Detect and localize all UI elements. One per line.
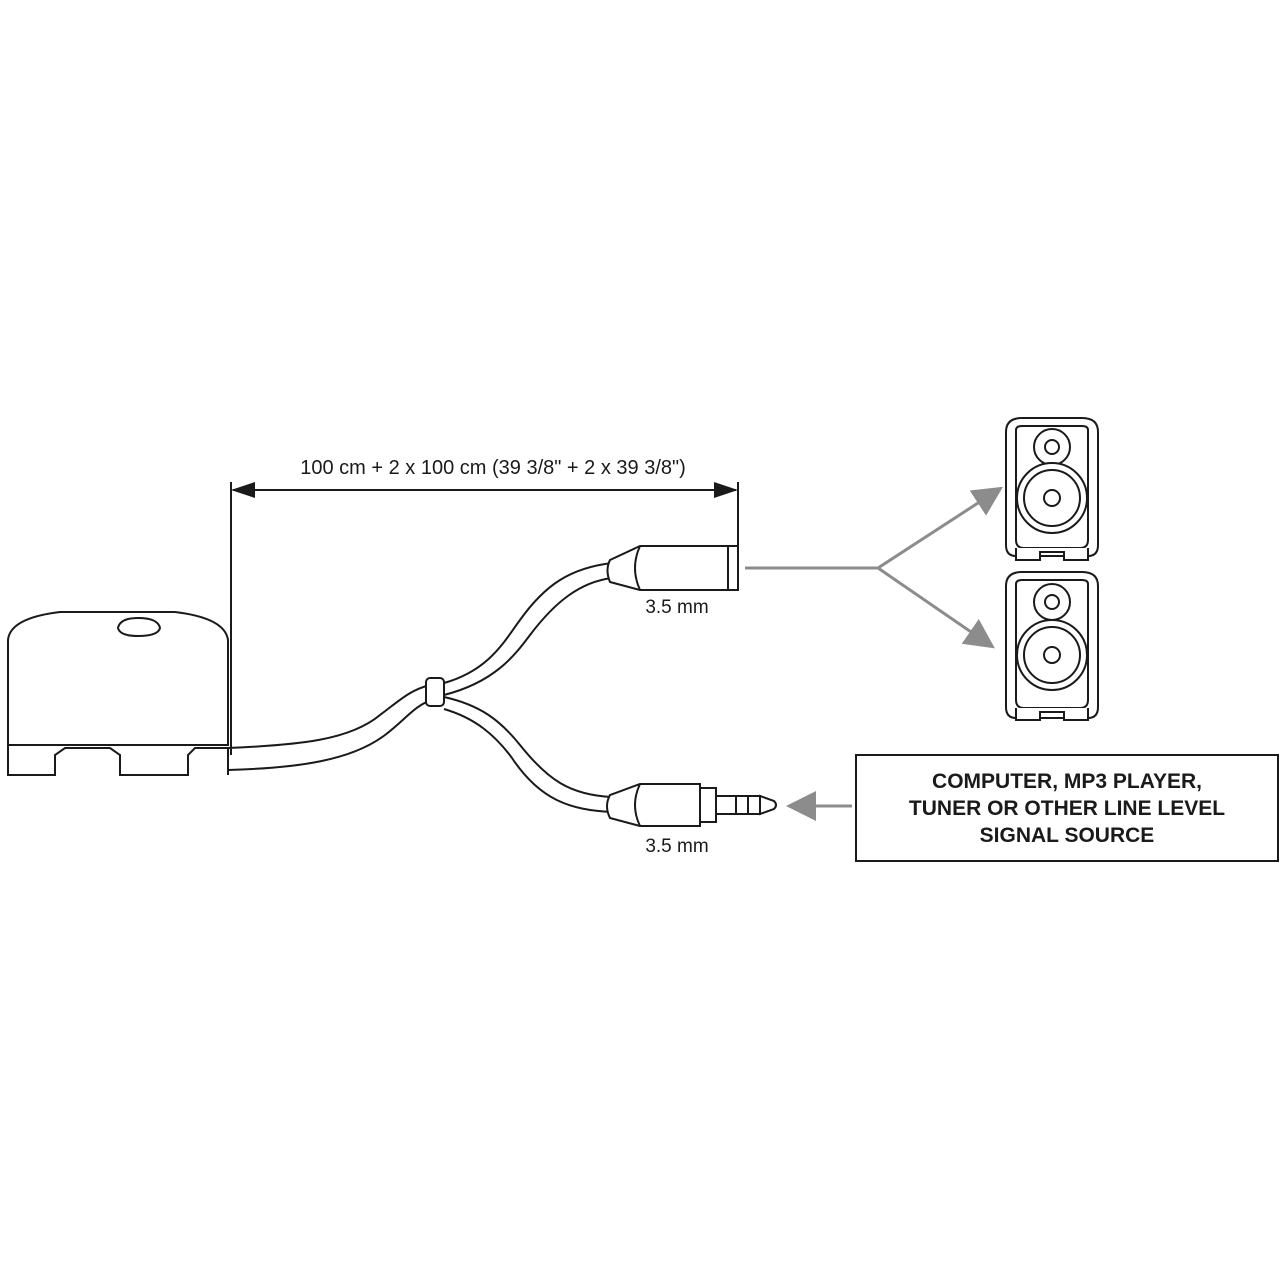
male-plug-icon bbox=[606, 783, 777, 827]
dimension-label: 100 cm + 2 x 100 cm (39 3/8" + 2 x 39 3/… bbox=[300, 457, 686, 479]
top-connector-label: 3.5 mm bbox=[645, 597, 708, 618]
source-line-2: TUNER OR OTHER LINE LEVEL bbox=[909, 797, 1225, 820]
dimension-indicator: 100 cm + 2 x 100 cm (39 3/8" + 2 x 39 3/… bbox=[230, 457, 739, 755]
female-jack-icon bbox=[606, 545, 739, 591]
source-line-1: COMPUTER, MP3 PLAYER, bbox=[932, 770, 1202, 793]
source-line-3: SIGNAL SOURCE bbox=[980, 824, 1155, 847]
upper-branch-cable bbox=[443, 562, 613, 696]
control-box bbox=[7, 611, 229, 776]
cable-split-clip bbox=[425, 677, 445, 707]
bottom-connector-label: 3.5 mm bbox=[645, 836, 708, 857]
main-cable bbox=[227, 684, 433, 771]
control-box-knob-icon bbox=[116, 616, 162, 638]
speaker-output-arrows bbox=[745, 486, 1004, 649]
lower-branch-cable bbox=[443, 696, 613, 813]
control-box-feet bbox=[7, 745, 229, 776]
speaker-top-icon bbox=[1005, 417, 1099, 561]
speaker-bottom-icon bbox=[1005, 571, 1099, 721]
signal-source-box: COMPUTER, MP3 PLAYER, TUNER OR OTHER LIN… bbox=[855, 754, 1279, 862]
